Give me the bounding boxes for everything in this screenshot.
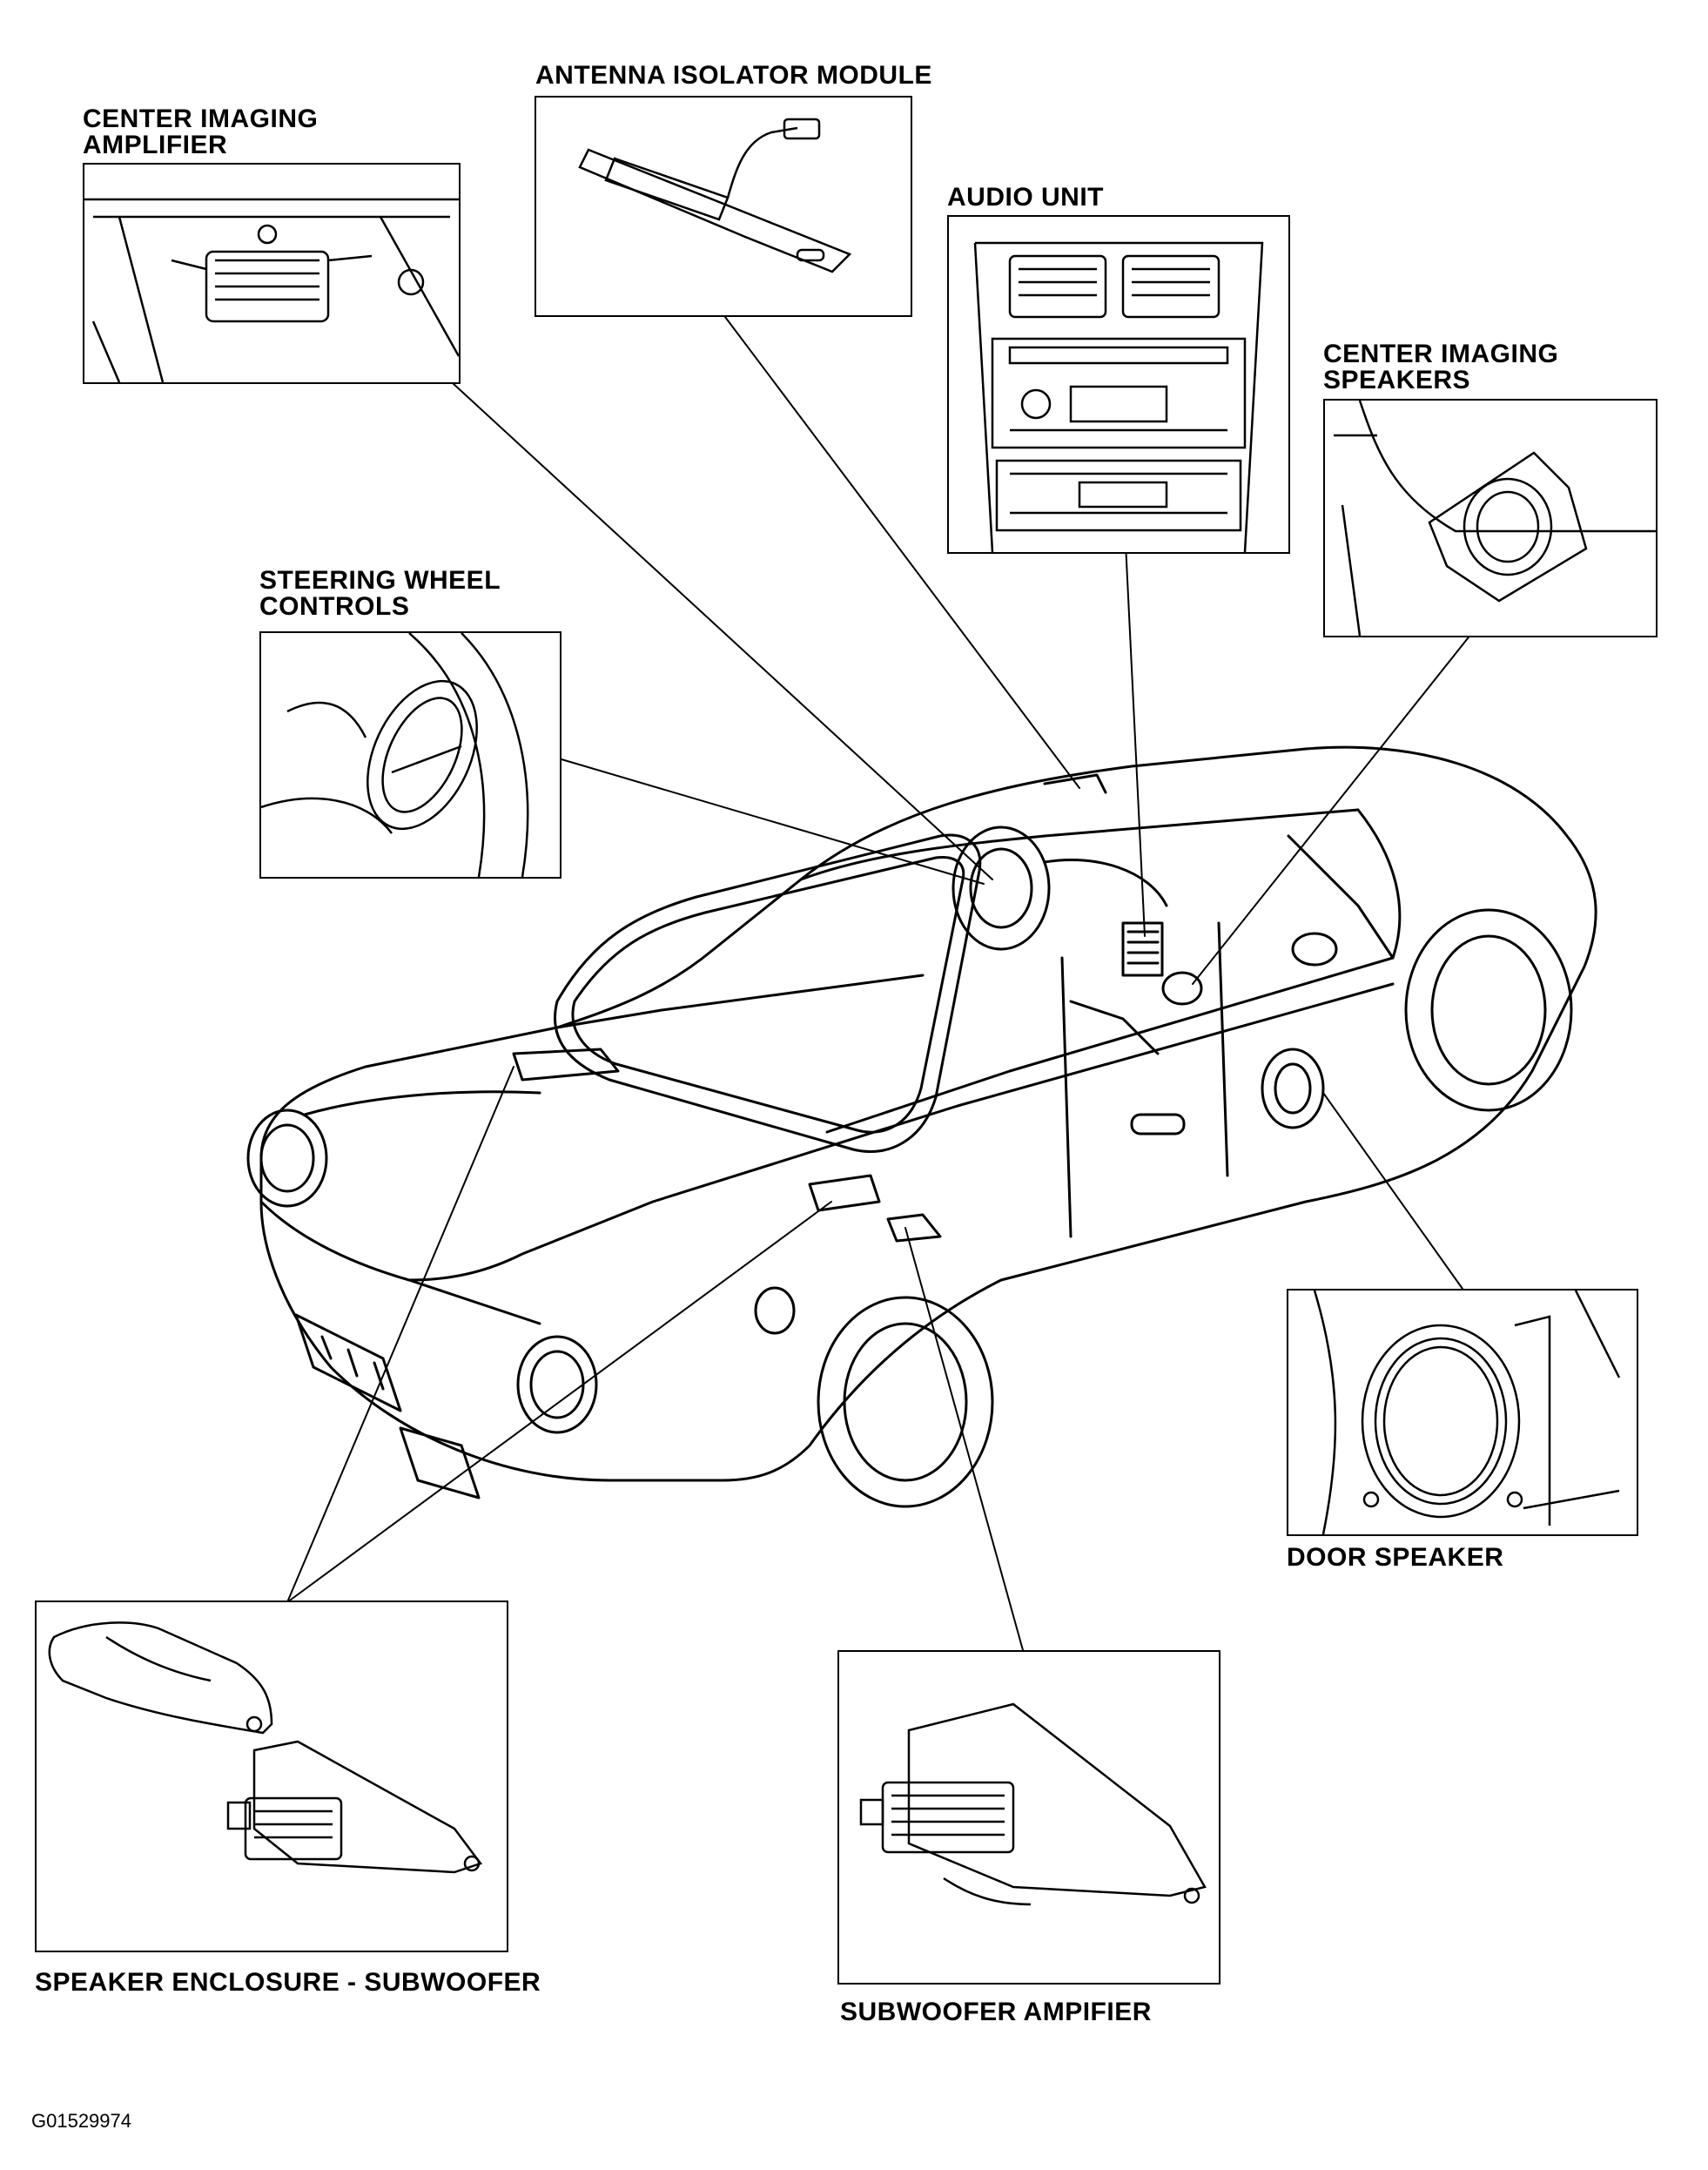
inset-center-imaging-amplifier — [83, 163, 461, 384]
label-antenna-isolator-module: ANTENNA ISOLATOR MODULE — [535, 61, 932, 90]
headlights — [246, 1109, 796, 1434]
subwoofer-amp-drawing — [859, 1702, 1207, 1906]
subwoofer-enclosure-drawing — [48, 1621, 483, 1874]
interior — [952, 826, 1338, 1136]
label-door-speaker: DOOR SPEAKER — [1287, 1543, 1504, 1572]
car-body — [259, 745, 1597, 1482]
inset-door-speaker — [1287, 1289, 1638, 1536]
label-audio-unit: AUDIO UNIT — [947, 183, 1104, 212]
component-locations — [512, 773, 1107, 1243]
label-steering-wheel-controls: STEERING WHEEL CONTROLS — [259, 566, 501, 621]
label-subwoofer-amplifier: SUBWOOFER AMPIFIER — [840, 1998, 1152, 2026]
inset-antenna-isolator-module — [535, 96, 912, 317]
figure-id: G01529974 — [31, 2110, 131, 2132]
steering-controls-drawing — [261, 633, 529, 877]
windshield — [554, 833, 982, 1153]
antenna-module-drawing — [578, 118, 852, 273]
inset-speaker-enclosure-subwoofer — [35, 1601, 508, 1952]
inset-steering-wheel-controls — [259, 631, 561, 879]
audio-unit-drawing — [973, 241, 1264, 552]
front-grille — [294, 1313, 481, 1499]
amplifier-drawing — [84, 198, 459, 382]
leader-lines — [286, 313, 1472, 1651]
inset-center-imaging-speakers — [1323, 399, 1658, 637]
door-speaker-drawing — [1313, 1291, 1621, 1534]
wheels — [817, 908, 1573, 1508]
label-speaker-enclosure-subwoofer: SPEAKER ENCLOSURE - SUBWOOFER — [35, 1968, 541, 1997]
imaging-speaker-drawing — [1334, 401, 1656, 636]
label-center-imaging-speakers: CENTER IMAGING SPEAKERS — [1323, 340, 1559, 394]
inset-audio-unit — [947, 215, 1290, 554]
inset-subwoofer-amplifier — [837, 1650, 1220, 1985]
label-center-imaging-amplifier: CENTER IMAGING AMPLIFIER — [83, 104, 319, 159]
